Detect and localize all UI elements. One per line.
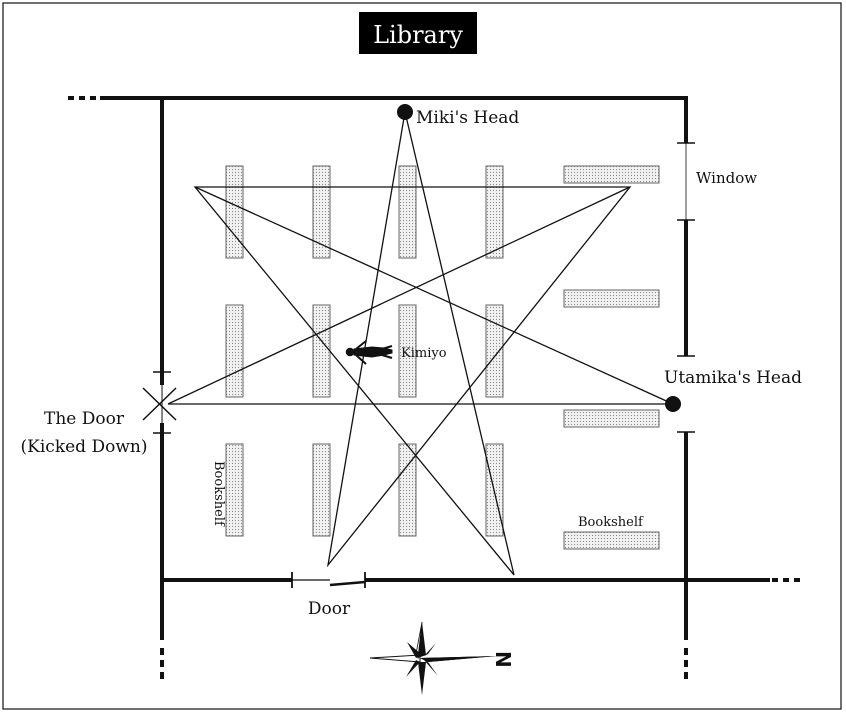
bookshelf — [563, 409, 660, 428]
compass-north-label: N — [491, 651, 515, 668]
door-diagonal-line — [167, 186, 631, 405]
window-label: Window — [696, 169, 757, 187]
bookshelf — [563, 531, 660, 550]
bookshelf — [312, 443, 331, 537]
bookshelf — [398, 304, 417, 398]
utamika-head-label: Utamika's Head — [664, 368, 802, 388]
walls — [100, 96, 770, 640]
bookshelf — [563, 289, 660, 308]
bottom-door — [291, 572, 366, 588]
bookshelf — [485, 304, 504, 398]
bookshelf-horizontal-label: Bookshelf — [578, 515, 644, 530]
wall-continuations — [68, 96, 800, 679]
title-box: Library — [359, 12, 477, 54]
bookshelf — [225, 165, 244, 259]
pentagram — [193, 111, 632, 576]
diagonal-to-utamika-line — [194, 186, 674, 405]
utamika-head-marker — [665, 396, 681, 412]
bookshelf — [398, 443, 417, 537]
bookshelf — [485, 165, 504, 259]
bookshelf — [398, 165, 417, 259]
bookshelf — [312, 165, 331, 259]
bookshelf — [225, 304, 244, 398]
bookshelf-vertical-label: Bookshelf — [211, 461, 226, 527]
miki-head-marker — [397, 104, 413, 120]
bookshelf — [225, 443, 244, 537]
window-opening — [677, 142, 695, 433]
bookshelf — [563, 165, 660, 184]
kimiyo-label: Kimiyo — [401, 346, 447, 361]
kicked-door-label-line1: The Door — [44, 409, 125, 429]
miki-head-label: Miki's Head — [416, 108, 519, 128]
kicked-door-label-line2: (Kicked Down) — [21, 437, 148, 457]
compass-rose-icon: N — [369, 621, 515, 695]
kicked-down-door — [142, 371, 177, 434]
title: Library — [373, 21, 463, 49]
kimiyo-figure-icon — [345, 340, 393, 365]
bookshelves — [225, 165, 660, 550]
bookshelf — [312, 304, 331, 398]
door-label: Door — [308, 599, 351, 619]
